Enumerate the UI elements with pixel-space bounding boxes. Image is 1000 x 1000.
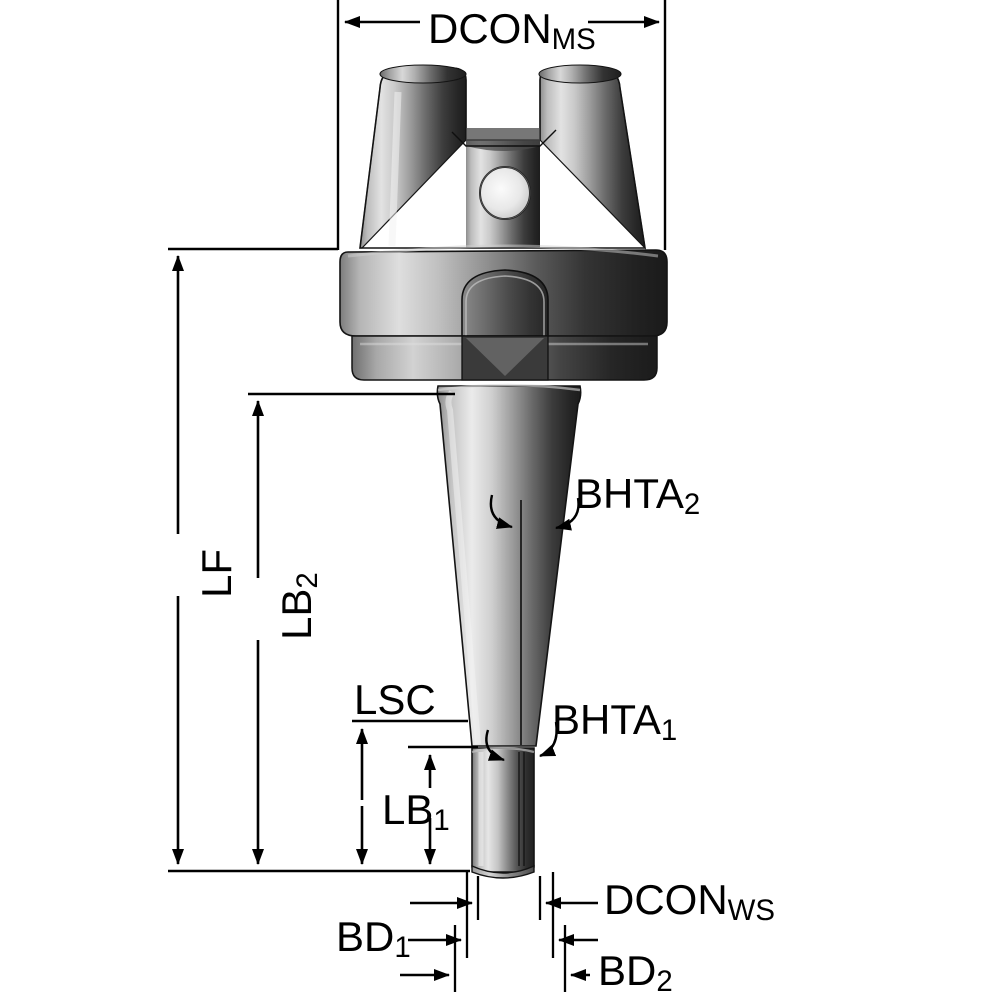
tip-cylinder	[471, 746, 535, 879]
taper-highlight	[388, 91, 402, 247]
dcon-ws-base: DCON	[604, 876, 728, 923]
dimension-lines	[168, 0, 667, 992]
dimension-label-bhta2: BHTA2	[575, 470, 700, 520]
dimension-label-lb2: LB2	[273, 572, 324, 640]
dimension-label-lsc: LSC	[354, 679, 436, 721]
bhta2-leader-left	[489, 494, 513, 529]
taper-left-top-rim	[379, 64, 467, 84]
bhta1-sub: 1	[660, 714, 678, 748]
lf-base: LF	[193, 548, 240, 598]
flange-groove-ring	[351, 335, 658, 381]
dcon-ms-sub: MS	[551, 23, 596, 57]
dcon-ws-sub: WS	[727, 894, 776, 928]
bd1-base: BD	[336, 913, 395, 960]
bhta2-leader-right	[555, 497, 580, 531]
drive-slot-highlight	[465, 275, 545, 336]
bd1-sub: 1	[394, 931, 411, 965]
slot-facet	[466, 338, 544, 376]
flange-disc	[339, 244, 668, 337]
bd2-base: BD	[598, 947, 657, 994]
dimension-label-bd1: BD1	[336, 913, 411, 963]
dimension-label-dcon-ws: DCONWS	[604, 876, 775, 926]
hsk-taper-shank	[359, 64, 646, 250]
dimension-label-dcon-ms: DCONMS	[428, 5, 596, 55]
lb1-sub: 1	[433, 804, 450, 838]
dimension-label-lb1: LB1	[382, 786, 450, 836]
through-hole-rim	[479, 166, 531, 220]
lb2-sub: 2	[291, 572, 325, 589]
lb2-base: LB	[273, 588, 320, 640]
bhta1-leader-right	[539, 721, 558, 758]
taper-left-lobe	[359, 67, 467, 249]
drive-slot	[461, 269, 549, 337]
bd2-sub: 2	[656, 965, 673, 999]
dcon-ms-base: DCON	[428, 5, 552, 52]
cone-shape	[436, 385, 582, 747]
tip-bore-lines	[518, 752, 525, 866]
flange-top-highlight	[347, 244, 659, 258]
taper-right-top-rim	[538, 64, 622, 84]
cone-top-rim	[437, 383, 581, 392]
bhta2-sub: 2	[683, 488, 701, 522]
bhta1-leader-left	[485, 729, 505, 762]
tip-shoulder	[471, 746, 535, 754]
dimension-label-bd2: BD2	[598, 947, 673, 997]
notch-shadow	[466, 128, 540, 151]
lsc-base: LSC	[354, 676, 436, 723]
dimension-label-bhta1: BHTA1	[552, 696, 677, 746]
bhta2-base: BHTA	[575, 470, 684, 517]
cone-body	[436, 383, 582, 747]
notch-edge	[451, 129, 557, 147]
taper-right-lobe	[539, 67, 646, 250]
lb1-base: LB	[382, 786, 434, 833]
dimension-label-lf: LF	[193, 548, 240, 598]
bhta1-base: BHTA	[552, 696, 661, 743]
tip-end-face	[471, 864, 535, 879]
